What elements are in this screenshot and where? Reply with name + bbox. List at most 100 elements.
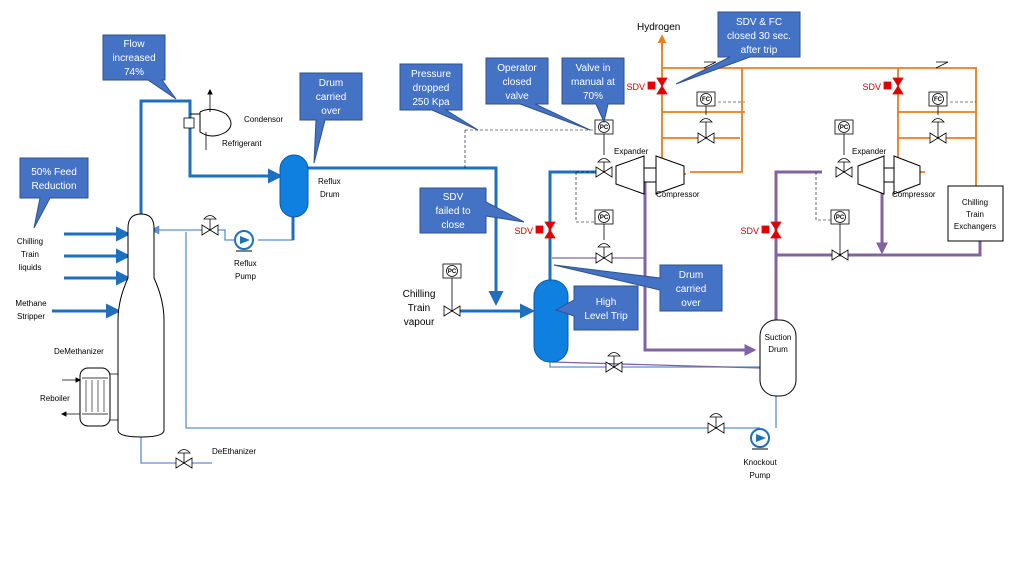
chilling-train-liquids-label-3: liquids — [19, 263, 42, 272]
hydrogen-label: Hydrogen — [637, 22, 680, 33]
demethanizer-tower — [117, 213, 165, 438]
svg-text:Valve in: Valve in — [576, 63, 611, 74]
pc-tag-vapour: PC — [448, 269, 457, 275]
sdv-labels: SDV SDV SDV SDV — [514, 82, 881, 236]
svg-text:closed 30 sec.: closed 30 sec. — [727, 31, 791, 42]
svg-text:failed to: failed to — [435, 206, 470, 217]
svg-text:over: over — [681, 298, 701, 309]
callout-sdv-failed: SDV failed to close — [419, 187, 525, 234]
reflux-drum-overhead-line — [296, 166, 504, 306]
fc-tag-1: FC — [702, 97, 711, 103]
chilling-train-exchangers-box — [947, 185, 1004, 242]
knockout-pump-label-2: Pump — [750, 471, 771, 480]
chilling-train-liquids-label-2: Train — [21, 250, 39, 259]
pc-tag-expander-2: PC — [840, 125, 849, 131]
callout-drum-carried-over-top: Drum carried over — [299, 72, 363, 164]
sdv-label-drum: SDV — [514, 226, 533, 236]
callout-operator-closed: Operator closed valve — [485, 57, 591, 131]
methane-stripper-label-1: Methane — [15, 299, 47, 308]
pc-tag-bypass-2: PC — [836, 215, 845, 221]
knockout-pump — [750, 428, 770, 450]
svg-text:74%: 74% — [124, 67, 144, 78]
condensor-label: Condensor — [244, 115, 283, 124]
reflux-pump-label-1: Reflux — [234, 259, 257, 268]
callout-sdv-fc-closed: SDV & FC closed 30 sec. after trip — [675, 11, 801, 85]
svg-text:70%: 70% — [583, 91, 603, 102]
svg-text:manual at: manual at — [571, 77, 615, 88]
deethanizer-label: DeEthanizer — [212, 447, 256, 456]
svg-text:carried: carried — [316, 92, 347, 103]
chilling-train-vapour-label-2: Train — [408, 303, 430, 314]
refrigerant-label: Refrigerant — [222, 139, 262, 148]
svg-text:SDV & FC: SDV & FC — [736, 17, 782, 28]
callout-valve-manual: Valve in manual at 70% — [561, 57, 625, 124]
svg-text:over: over — [321, 106, 341, 117]
callout-feed-reduction: 50% Feed Reduction — [19, 157, 89, 229]
callout-flow-increased: Flow increased 74% — [102, 34, 177, 100]
compressor-1-label: Compressor — [656, 190, 700, 199]
svg-text:Operator: Operator — [497, 63, 537, 74]
reboiler — [60, 367, 118, 427]
reflux-drum-label-2: Drum — [320, 190, 340, 199]
suction-drum-label-2: Drum — [768, 345, 788, 354]
callout-drum-carried-over-bottom: Drum carried over — [553, 264, 723, 312]
suction-drum-label-1: Suction — [765, 333, 792, 342]
sdv-label-suction: SDV — [740, 226, 759, 236]
reflux-pump — [234, 230, 254, 252]
chilling-train-vapour-label-1: Chilling — [403, 289, 436, 300]
pc-tag-expander-1: PC — [600, 125, 609, 131]
reboiler-label: Reboiler — [40, 394, 70, 403]
svg-text:after trip: after trip — [741, 45, 778, 56]
sdv-valves — [535, 77, 904, 239]
instrument-tags — [442, 91, 948, 300]
pc-tag-bypass-1: PC — [600, 215, 609, 221]
overhead-line — [139, 99, 283, 220]
svg-text:dropped: dropped — [413, 83, 450, 94]
hydrogen-lines — [661, 40, 977, 190]
svg-text:High: High — [596, 297, 617, 308]
equipment-labels: Hydrogen Condensor Refrigerant Reflux Dr… — [15, 22, 996, 480]
svg-text:Drum: Drum — [319, 78, 343, 89]
reflux-return-line — [258, 215, 294, 241]
svg-text:carried: carried — [676, 284, 707, 295]
hydrogen-header — [661, 40, 686, 175]
demethanizer-label: DeMethanizer — [54, 347, 104, 356]
svg-text:Pressure: Pressure — [411, 69, 451, 80]
svg-text:250 Kpa: 250 Kpa — [412, 97, 450, 108]
sdv-label-hydrogen-1: SDV — [626, 82, 645, 92]
instrument-tag-text: PC PC PC FC PC PC FC — [448, 97, 943, 275]
chilling-train-exchangers-label-2: Train — [966, 210, 984, 219]
svg-text:increased: increased — [112, 53, 155, 64]
chilling-train-exchangers-label-1: Chilling — [962, 198, 988, 207]
thin-process-lines — [140, 215, 777, 464]
expander-compressor-2 — [857, 155, 921, 195]
svg-text:closed: closed — [503, 77, 532, 88]
expander-compressor-1 — [615, 155, 685, 195]
knockout-return-line — [185, 232, 760, 429]
svg-text:Flow: Flow — [123, 39, 145, 50]
svg-text:50% Feed: 50% Feed — [31, 167, 77, 178]
callouts: Flow increased 74% Drum carried over Pre… — [19, 11, 801, 331]
callout-high-level-trip: High Level Trip — [554, 285, 639, 331]
main-process-lines — [52, 99, 598, 319]
condensor — [183, 88, 232, 150]
suction-drum-vessel — [759, 319, 797, 397]
reflux-to-tower-line — [150, 225, 234, 241]
svg-text:Drum: Drum — [679, 270, 703, 281]
expander-1-label: Expander — [614, 147, 649, 156]
compressor-2-label: Compressor — [892, 190, 936, 199]
reflux-pump-label-2: Pump — [235, 272, 256, 281]
knockout-pump-label-1: Knockout — [743, 458, 777, 467]
svg-text:close: close — [441, 220, 465, 231]
check-valves — [703, 61, 949, 69]
chilling-train-exchangers-label-3: Exchangers — [954, 222, 996, 231]
chilling-train-vapour-label-3: vapour — [404, 317, 435, 328]
svg-text:Level Trip: Level Trip — [584, 311, 628, 322]
control-valves — [175, 118, 947, 469]
methane-stripper-label-2: Stripper — [17, 312, 45, 321]
svg-text:Reduction: Reduction — [31, 181, 76, 192]
chilling-drum-vessel — [533, 279, 569, 363]
fc-tag-2: FC — [934, 97, 943, 103]
